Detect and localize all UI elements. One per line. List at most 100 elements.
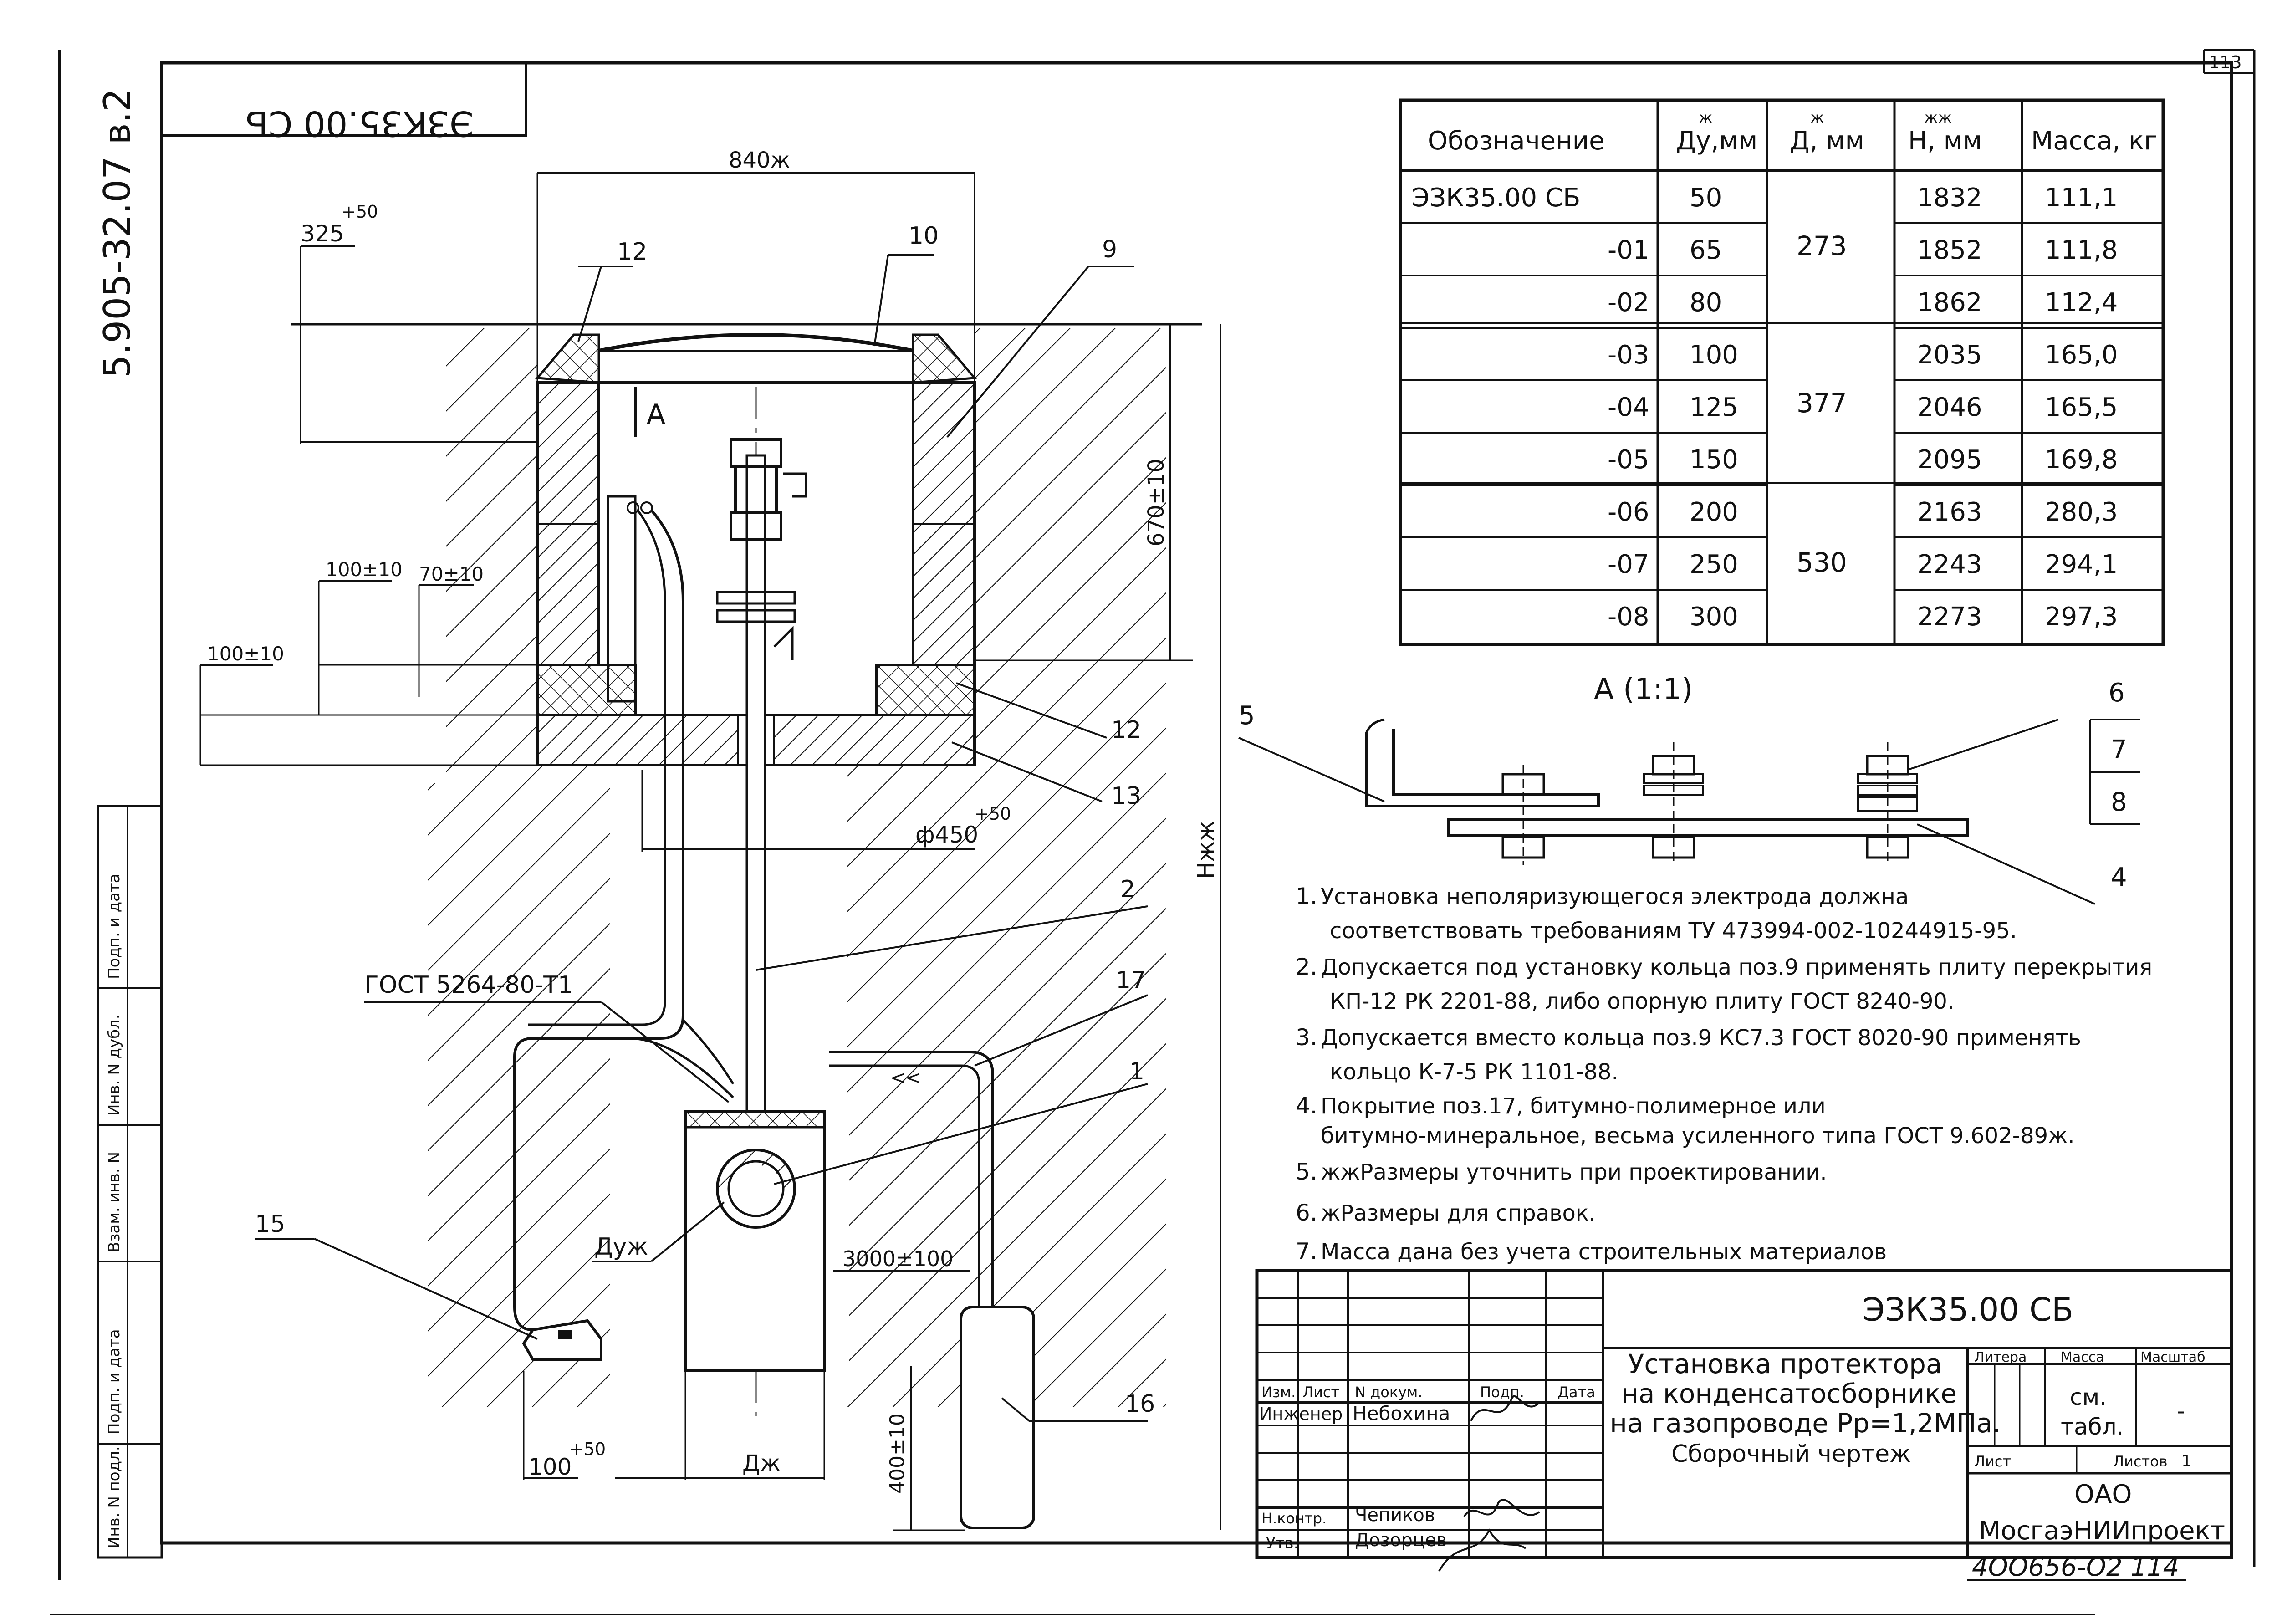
- note-line: Допускается под установку кольца поз.9 п…: [1321, 955, 2152, 980]
- note-number: 1.: [1296, 883, 1317, 909]
- section-label: 5: [1239, 701, 1255, 730]
- note-line: кольцо К-7-5 РК 1101-88.: [1330, 1059, 1618, 1085]
- bolt: [1501, 765, 1545, 865]
- section-label: 7: [2111, 735, 2127, 765]
- table-cell: -02: [1608, 288, 1649, 317]
- section-label: 6: [2109, 678, 2125, 708]
- sheet-frame: [50, 49, 2256, 1615]
- note-number: 3.: [1296, 1024, 1317, 1051]
- table-cell: 1852: [1917, 235, 1982, 265]
- dim-450-tol: +50: [975, 804, 1011, 824]
- page-number: 113: [2209, 52, 2242, 72]
- table-cell: -08: [1608, 602, 1649, 632]
- header-mark: жж: [1924, 109, 1952, 127]
- scale-value: -: [2177, 1398, 2185, 1424]
- table-cell: 297,3: [2045, 602, 2118, 632]
- table-cell: 111,1: [2045, 183, 2118, 213]
- dim-3000: 3000±100: [842, 1246, 953, 1271]
- dim-70: 70±10: [419, 563, 484, 585]
- hatch-frame-right: [912, 333, 977, 384]
- note-number: 5.: [1296, 1159, 1317, 1185]
- note-line: битумно-минеральное, весьма усиленного т…: [1321, 1123, 2075, 1149]
- table-cell: 2163: [1917, 497, 1982, 527]
- du-label: Дуж: [594, 1233, 648, 1261]
- pos-label: 13: [1111, 782, 1141, 810]
- spec-table: Обозначение Ду,мм Д, мм Н, мм Масса, кг …: [1399, 98, 2165, 646]
- dim-325-tol: +50: [342, 202, 378, 222]
- note-line: Установка неполяризующегося электрода до…: [1321, 884, 1909, 909]
- sheets-value: 1: [2181, 1452, 2192, 1471]
- signature: [1470, 1395, 1540, 1421]
- table-cell: 165,0: [2045, 340, 2118, 370]
- mass-value: см.: [2070, 1384, 2107, 1410]
- strip-label: Инв. N подл.: [105, 1446, 123, 1548]
- table-cell: 2046: [1917, 393, 1982, 422]
- table-cell: 294,1: [2045, 550, 2118, 579]
- table-cell: 169,8: [2045, 445, 2118, 475]
- pos-label: 1: [1129, 1058, 1144, 1085]
- table-header: Масса, кг: [2031, 126, 2157, 156]
- note-line: Допускается вместо кольца поз.9 КС7.3 ГО…: [1321, 1025, 2081, 1051]
- strip-label: Подп. и дата: [105, 873, 123, 979]
- pos-label: 15: [255, 1210, 285, 1238]
- strip-label: Взам. инв. N: [105, 1152, 123, 1252]
- role: Н.контр.: [1261, 1510, 1327, 1527]
- scale-label: Масштаб: [2140, 1349, 2206, 1365]
- table-cell: 112,4: [2045, 288, 2118, 317]
- title-line: на конденсатосборнике: [1621, 1378, 1957, 1409]
- col-head: Дата: [1557, 1384, 1595, 1401]
- dim-100-b: 100±10: [207, 643, 284, 665]
- header-mark: ж: [1699, 109, 1713, 127]
- title-line: Сборочный чертеж: [1671, 1440, 1911, 1468]
- dim-100-c: 100: [528, 1454, 572, 1480]
- col-head: N докум.: [1355, 1384, 1422, 1401]
- riser-pipe: [745, 454, 766, 1113]
- note-number: 6.: [1296, 1200, 1317, 1226]
- table-cell: 200: [1690, 497, 1738, 527]
- table-cell: -05: [1608, 445, 1649, 475]
- pos-label: 10: [909, 222, 939, 250]
- table-cell: -06: [1608, 497, 1649, 527]
- stamp-box: [160, 61, 527, 137]
- title-code: ЭЗК35.00 СБ: [1863, 1291, 2073, 1328]
- litera-label: Литера: [1974, 1349, 2027, 1365]
- sheets-label: Листов: [2113, 1453, 2168, 1470]
- table-cell: 250: [1690, 550, 1738, 579]
- table-cell: -04: [1608, 393, 1649, 422]
- org-line: ОАО: [2074, 1480, 2132, 1509]
- mass-value: табл.: [2061, 1414, 2124, 1440]
- dim-325: 325: [301, 220, 344, 247]
- table-cell: 1832: [1917, 183, 1982, 213]
- person: Дозорцев: [1355, 1530, 1447, 1551]
- table-cell: 150: [1690, 445, 1738, 475]
- dimensions: 840ж 325 +50 670±10 Нжж 100±10 70±10 100…: [199, 148, 1221, 1531]
- section-label: 8: [2111, 787, 2127, 817]
- section-label: 4: [2111, 863, 2127, 892]
- table-cell: 2273: [1917, 602, 1982, 632]
- pos-label: 17: [1116, 967, 1146, 994]
- signature: [1463, 1499, 1540, 1517]
- pos-label: 9: [1102, 236, 1117, 263]
- title-line: на газопроводе Рр=1,2МПа.: [1610, 1408, 2001, 1439]
- d-group-value: 273: [1797, 230, 1847, 261]
- note-line: жжРазмеры уточнить при проектировании.: [1321, 1159, 1827, 1185]
- pos-label: 12: [617, 238, 647, 266]
- table-header: Обозначение: [1428, 126, 1605, 156]
- col-head: Изм.: [1261, 1384, 1296, 1401]
- note-number: 2.: [1296, 954, 1317, 980]
- side-code: 5.905-32.07 в.2: [96, 88, 138, 378]
- table-cell: 2243: [1917, 550, 1982, 579]
- svg-text:<<: <<: [890, 1067, 921, 1088]
- note-number: 4.: [1296, 1093, 1317, 1119]
- note-line: Масса дана без учета строительных матери…: [1321, 1239, 1887, 1265]
- support-ring-right: [875, 664, 976, 716]
- table-cell: 1862: [1917, 288, 1982, 317]
- table-cell: -03: [1608, 340, 1649, 370]
- pos-label: 2: [1120, 876, 1135, 903]
- position-leaders: 12 10 9 12 13 2 17 1 15 16 ГОСТ 5264-80-…: [255, 222, 1155, 1422]
- table-cell: 80: [1690, 288, 1722, 317]
- soil-left: [428, 328, 610, 1407]
- table-cell: 2035: [1917, 340, 1982, 370]
- assembly-section: <<: [291, 323, 1202, 1529]
- notes: 1. Установка неполяризующегося электрода…: [1296, 883, 2152, 1265]
